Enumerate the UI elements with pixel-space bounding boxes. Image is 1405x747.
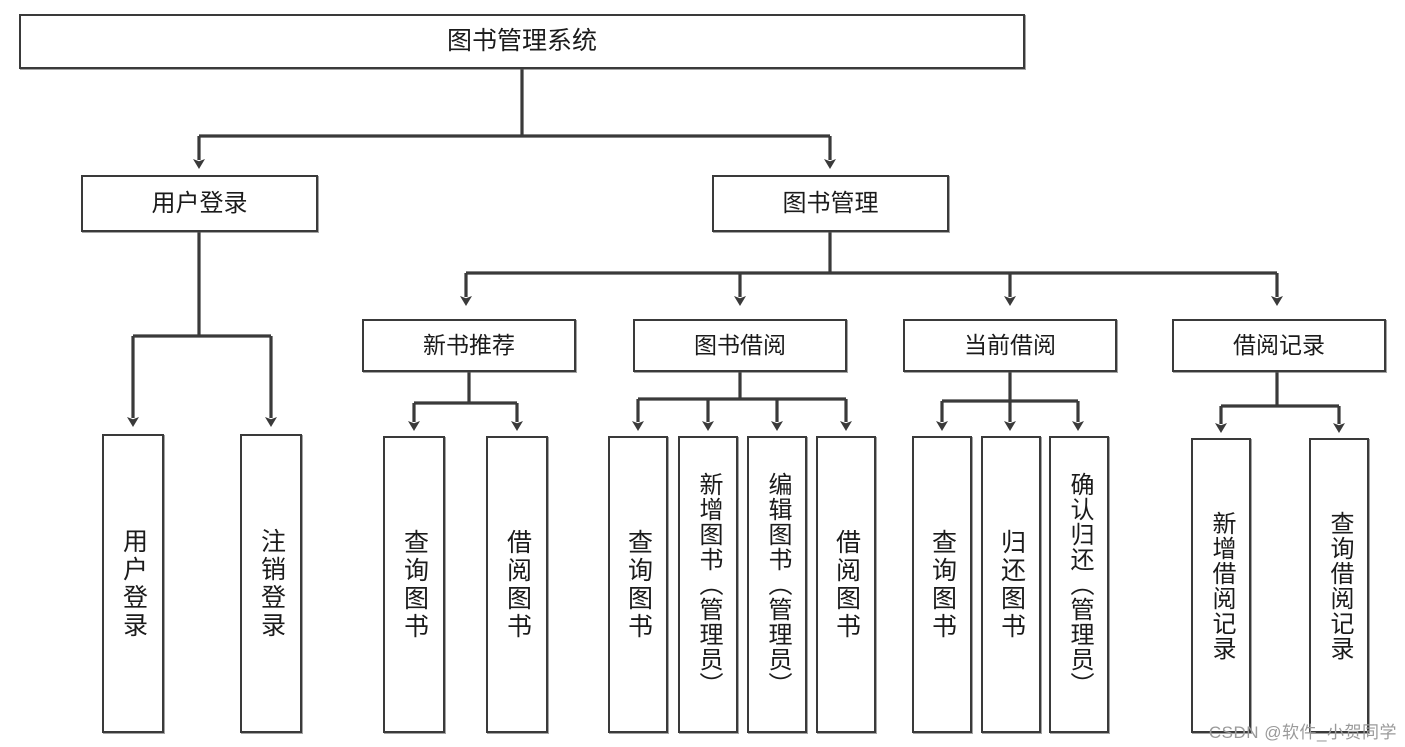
node-book-borrow[interactable]: 图书借阅 [633,319,847,372]
leaf-user-login[interactable]: 用户登录 [102,434,164,733]
leaf-confirm-return-admin[interactable]: 确认归还（管理员） [1049,436,1109,733]
node-user-login[interactable]: 用户登录 [81,175,318,232]
leaf-add-borrow-record[interactable]: 新增借阅记录 [1191,438,1251,733]
node-label: 图书管理系统 [446,27,597,55]
leaf-query-book-recommend[interactable]: 查询图书 [383,436,445,733]
leaf-edit-book-admin[interactable]: 编辑图书（管理员） [747,436,807,733]
leaf-query-borrow-record[interactable]: 查询借阅记录 [1309,438,1369,733]
leaf-add-book-admin[interactable]: 新增图书（管理员） [678,436,738,733]
node-label: 用户登录 [151,189,248,217]
leaf-borrow-book-borrow[interactable]: 借阅图书 [816,436,876,733]
node-label: 新增借阅记录 [1208,510,1235,661]
node-current-borrow[interactable]: 当前借阅 [903,319,1117,372]
node-label: 编辑图书（管理员） [764,472,791,697]
leaf-query-book-current[interactable]: 查询图书 [912,436,972,733]
node-label: 新书推荐 [423,332,515,359]
node-label: 查询借阅记录 [1326,510,1353,661]
node-book-management[interactable]: 图书管理 [712,175,949,232]
node-label: 查询图书 [624,528,653,641]
node-label: 当前借阅 [964,332,1056,359]
leaf-borrow-book-recommend[interactable]: 借阅图书 [486,436,548,733]
node-label: 图书借阅 [694,332,786,359]
node-new-book-recommend[interactable]: 新书推荐 [362,319,576,372]
node-label: 借阅图书 [503,528,532,641]
node-label: 借阅记录 [1233,332,1325,359]
node-label: 借阅图书 [832,528,861,641]
watermark: CSDN @软件_小贺同学 [1208,723,1397,742]
leaf-query-book-borrow[interactable]: 查询图书 [608,436,668,733]
node-label: 查询图书 [400,528,429,641]
leaf-return-book[interactable]: 归还图书 [981,436,1041,733]
node-label: 用户登录 [119,527,148,640]
leaf-logout-login[interactable]: 注销登录 [240,434,302,733]
node-label: 图书管理 [782,189,879,217]
node-book-management-system[interactable]: 图书管理系统 [19,14,1025,69]
node-label: 确认归还（管理员） [1066,472,1093,697]
node-label: 查询图书 [928,528,957,641]
node-label: 注销登录 [257,527,286,640]
node-borrow-record[interactable]: 借阅记录 [1172,319,1386,372]
node-label: 归还图书 [997,528,1026,641]
node-label: 新增图书（管理员） [695,472,722,697]
